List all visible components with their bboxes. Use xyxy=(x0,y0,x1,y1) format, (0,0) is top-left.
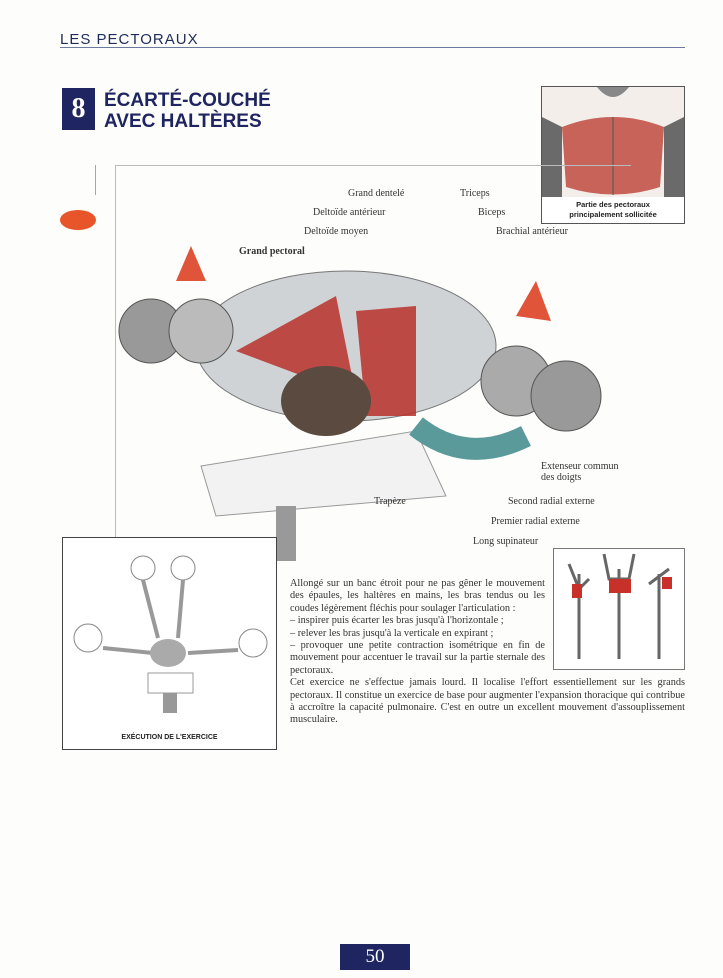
description-step-1: – inspirer puis écarter les bras jusqu'à… xyxy=(290,615,504,627)
anatomy-figures xyxy=(567,553,672,659)
title-line-1: ÉCARTÉ-COUCHÉ xyxy=(104,90,271,111)
label-deltoide-moyen: Deltoïde moyen xyxy=(304,226,369,237)
chapter-marker xyxy=(60,210,96,230)
title-line-2: AVEC HALTÈRES xyxy=(104,111,262,132)
execution-caption: EXÉCUTION DE L'EXERCICE xyxy=(121,734,218,741)
figures-illustration xyxy=(553,548,685,670)
exercise-description: Allongé sur un banc étroit pour ne pas g… xyxy=(290,578,685,727)
pectoral-illustration xyxy=(542,87,684,197)
section-header: LES PECTORAUX xyxy=(60,31,199,48)
header-rule xyxy=(60,47,685,48)
arrow-up-icon xyxy=(516,281,551,321)
label-premier-radial: Premier radial externe xyxy=(491,516,580,527)
bench-press-drawing xyxy=(118,246,602,561)
inset-caption-line-1: Partie des pectoraux xyxy=(576,200,650,209)
label-grand-pectoral: Grand pectoral xyxy=(239,246,305,257)
label-deltoide-anterieur: Deltoïde antérieur xyxy=(313,207,386,218)
arrow-up-icon xyxy=(176,246,206,281)
exercise-number: 8 xyxy=(62,88,95,130)
label-extenseur-line-2: des doigts xyxy=(541,472,582,483)
description-step-2: – relever les bras jusqu'à la verticale … xyxy=(290,627,494,639)
margin-line xyxy=(95,165,96,195)
label-trapeze: Trapèze xyxy=(374,496,406,507)
exercise-title: ÉCARTÉ-COUCHÉ AVEC HALTÈRES xyxy=(104,90,271,132)
page-number: 50 xyxy=(340,944,410,970)
label-brachial-anterieur: Brachial antérieur xyxy=(496,226,568,237)
description-intro: Allongé sur un banc étroit pour ne pas g… xyxy=(290,578,545,614)
execution-drawing xyxy=(73,555,268,713)
label-second-radial: Second radial externe xyxy=(508,496,595,507)
muscle-inset: Partie des pectoraux principalement soll… xyxy=(541,86,685,224)
label-biceps: Biceps xyxy=(478,207,506,218)
execution-illustration: EXÉCUTION DE L'EXERCICE xyxy=(62,537,277,750)
description-summary: Cet exercice ne s'effectue jamais lourd.… xyxy=(290,677,685,726)
inset-caption-line-2: principalement sollicitée xyxy=(569,210,657,219)
main-illustration: Grand dentelé Triceps Deltoïde antérieur… xyxy=(115,165,631,561)
inset-caption: Partie des pectoraux principalement soll… xyxy=(542,200,684,220)
label-grand-dentele: Grand dentelé xyxy=(348,188,405,199)
label-triceps: Triceps xyxy=(460,188,490,199)
description-step-3: – provoquer une petite contraction isomé… xyxy=(290,640,545,676)
label-extenseur-line-1: Extenseur commun xyxy=(541,461,619,472)
label-long-supinateur: Long supinateur xyxy=(473,536,539,547)
